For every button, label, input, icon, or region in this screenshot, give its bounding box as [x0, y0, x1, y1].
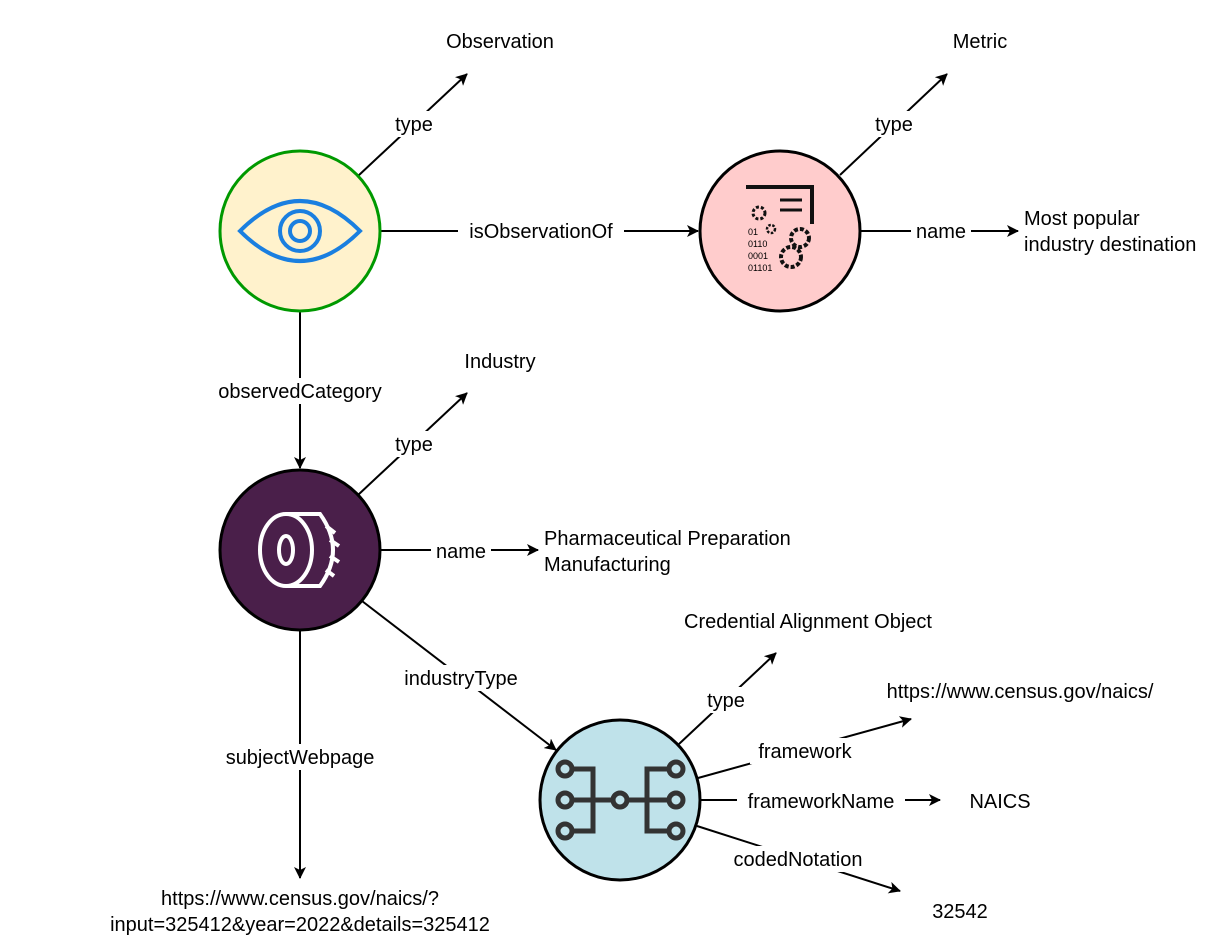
industry-node[interactable] — [218, 468, 382, 632]
edge-label-name: name — [916, 221, 966, 243]
edge-label-observedCategory: observedCategory — [218, 381, 381, 403]
edge-label-isObservationOf: isObservationOf — [469, 221, 613, 243]
framework-value: https://www.census.gov/naics/ — [887, 681, 1154, 703]
svg-text:0001: 0001 — [748, 251, 768, 261]
edge-label-name: name — [436, 541, 486, 563]
svg-text:01101: 01101 — [748, 263, 772, 273]
industry-name-line-1: Pharmaceutical Preparation — [544, 528, 791, 550]
hierarchy-icon — [555, 759, 686, 841]
edge-label-type: type — [395, 434, 433, 456]
eye-icon — [237, 199, 363, 263]
edge-label-subjectWebpage: subjectWebpage — [226, 747, 375, 769]
coded-notation-value: 32542 — [932, 901, 988, 923]
metric-name-line-2: industry destination — [1024, 234, 1196, 256]
framework-name-value: NAICS — [969, 791, 1030, 813]
edge-label-industryType: industryType — [404, 668, 517, 690]
metric-name-line-1: Most popular — [1024, 208, 1140, 230]
edge-label-type: type — [395, 114, 433, 136]
alignment-node[interactable] — [538, 718, 702, 882]
observation-type-value: Observation — [446, 31, 554, 53]
alignment-type-value: Credential Alignment Object — [684, 611, 932, 633]
observation-node[interactable] — [218, 149, 382, 313]
data-gears-icon: 01 0110 0001 01101 — [746, 185, 814, 273]
edge-label-codedNotation: codedNotation — [734, 849, 863, 871]
edge-label-frameworkName: frameworkName — [748, 791, 895, 813]
webpage-line-2: input=325412&year=2022&details=325412 — [110, 914, 490, 936]
svg-text:0110: 0110 — [748, 239, 767, 249]
industry-name-line-2: Manufacturing — [544, 554, 671, 576]
metric-node[interactable]: 01 0110 0001 01101 — [698, 149, 862, 313]
tire-icon — [258, 512, 341, 588]
value-labels: Observation Metric Most popular industry… — [110, 31, 1196, 936]
industry-type-value: Industry — [464, 351, 535, 373]
svg-text:01: 01 — [748, 227, 758, 237]
edge-label-framework: framework — [758, 741, 852, 763]
edge-label-type: type — [707, 690, 745, 712]
webpage-line-1: https://www.census.gov/naics/? — [161, 888, 439, 910]
metric-type-value: Metric — [953, 31, 1007, 53]
edge-labels: type isObservationOf type name observedC… — [205, 111, 971, 872]
edge-label-type: type — [875, 114, 913, 136]
